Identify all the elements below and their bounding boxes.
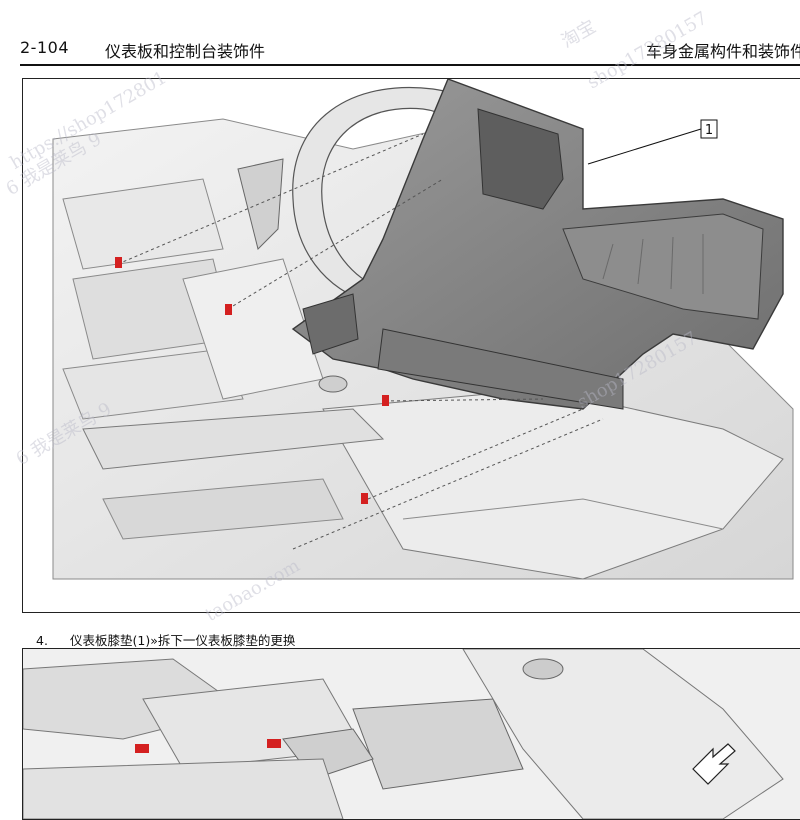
chapter-title: 车身金属构件和装饰件 — [645, 42, 800, 61]
step-text: 仪表板膝垫(1)»拆下一仪表板膝垫的更换 — [70, 633, 296, 648]
retainer-clip — [382, 395, 389, 406]
retainer-clip — [225, 304, 232, 315]
header-rule — [20, 64, 800, 66]
retainer-clip — [115, 257, 122, 268]
retainer-clip — [267, 739, 281, 748]
detail-clips — [135, 739, 281, 753]
callout-number: 1 — [705, 123, 713, 138]
retainer-clips — [115, 257, 389, 504]
section-title: 仪表板和控制台装饰件 — [105, 42, 266, 61]
figure2-illustration — [23, 649, 800, 819]
knee-bolster-panel — [291, 79, 784, 410]
figure-knee-bolster-exploded: 1 53168 — [22, 78, 800, 613]
step-number: 4. — [36, 633, 48, 648]
procedure-step: 4. 仪表板膝垫(1)»拆下一仪表板膝垫的更换 — [36, 630, 295, 649]
figure1-illustration: 1 — [52, 79, 794, 580]
page-header: 2-104 仪表板和控制台装饰件 车身金属构件和装饰件 — [0, 38, 800, 64]
callout-leader — [587, 128, 702, 165]
retainer-clip — [361, 493, 368, 504]
callout-box — [700, 119, 718, 139]
fastener-leaders — [117, 133, 604, 550]
page-number: 2-104 — [20, 38, 69, 57]
arrow-icon — [692, 743, 736, 785]
figure-clip-detail — [22, 648, 800, 820]
retainer-clip — [135, 744, 149, 753]
